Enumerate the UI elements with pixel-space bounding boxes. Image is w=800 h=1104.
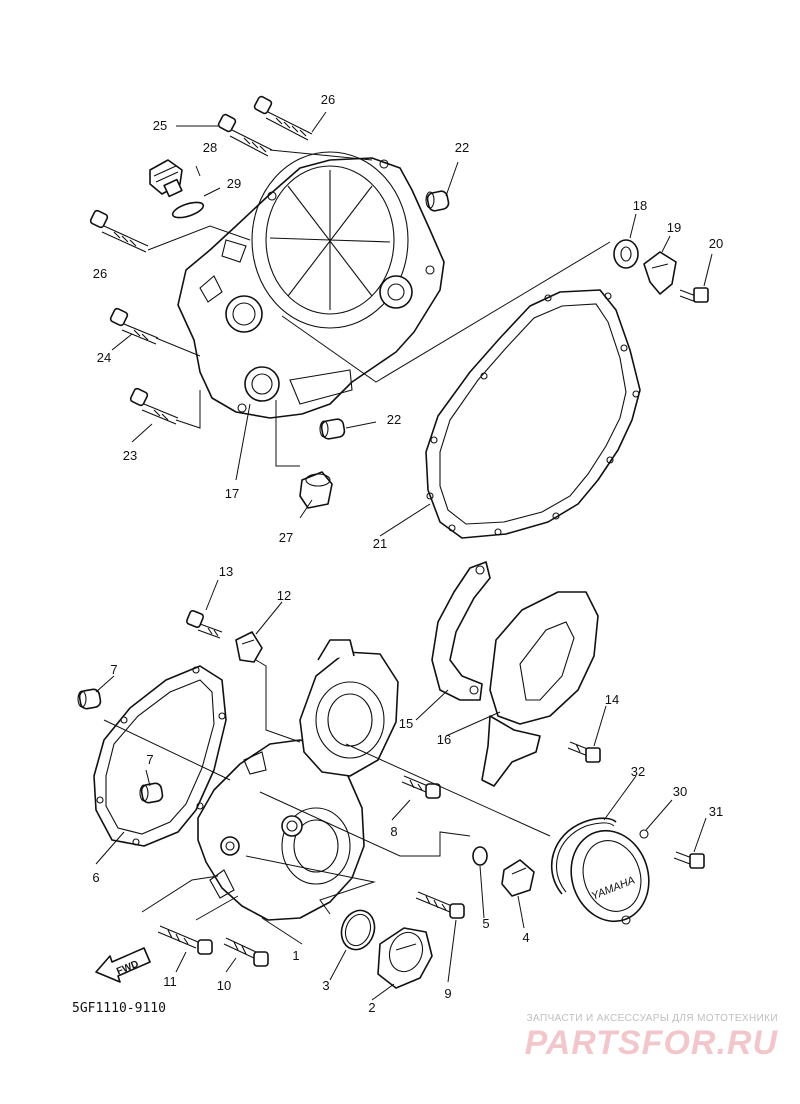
pump-housing (299, 639, 399, 777)
callout-32: 32 (631, 764, 645, 779)
callout-2: 2 (368, 1000, 375, 1015)
callouts: 26 25 28 29 22 26 18 19 20 24 23 22 17 2… (92, 92, 723, 1015)
dowel-pin-7-bottom (139, 782, 164, 804)
bolt-10 (223, 937, 269, 967)
bolt-31 (673, 851, 705, 869)
bolt-20 (679, 287, 709, 303)
lower-leader-lines (95, 579, 707, 1001)
bolt-14 (567, 741, 601, 763)
callout-29: 29 (227, 176, 241, 191)
callout-3: 3 (322, 978, 329, 993)
circlip-32 (550, 817, 617, 895)
callout-24: 24 (97, 350, 111, 365)
callout-14: 14 (605, 692, 619, 707)
o-ring-29 (171, 201, 205, 219)
callout-12: 12 (277, 588, 291, 603)
callout-28: 28 (203, 140, 217, 155)
callout-19: 19 (667, 220, 681, 235)
watermark-tagline: ЗАПЧАСТИ И АКСЕССУАРЫ ДЛЯ МОТОТЕХНИКИ (526, 1013, 778, 1024)
callout-7-top: 7 (110, 662, 117, 677)
callout-5: 5 (482, 916, 489, 931)
clamp-19 (643, 251, 677, 295)
oil-seal-18 (613, 239, 639, 269)
callout-18: 18 (633, 198, 647, 213)
emblem-cover-30: YAMAHA (570, 829, 650, 925)
callout-10: 10 (217, 978, 231, 993)
callout-17: 17 (225, 486, 239, 501)
callout-22-top: 22 (455, 140, 469, 155)
callout-30: 30 (673, 784, 687, 799)
callout-4: 4 (522, 930, 529, 945)
plug-2 (377, 927, 433, 989)
bolt-13 (185, 609, 223, 639)
callout-7-bottom: 7 (146, 752, 153, 767)
bolt-8 (401, 775, 441, 799)
plug-4 (501, 859, 535, 897)
callout-16: 16 (437, 732, 451, 747)
o-ring-5 (472, 846, 488, 866)
callout-11: 11 (163, 974, 177, 989)
bolt-26-left (89, 209, 149, 253)
watermark: ЗАПЧАСТИ И АКСЕССУАРЫ ДЛЯ МОТОТЕХНИКИ PA… (478, 1013, 778, 1062)
callout-1: 1 (292, 948, 299, 963)
bolt-25 (217, 113, 273, 157)
callout-22-bottom: 22 (387, 412, 401, 427)
callout-13: 13 (219, 564, 233, 579)
upper-leader-lines (111, 111, 713, 537)
callout-26-top: 26 (321, 92, 335, 107)
bracket-15 (431, 561, 491, 701)
bolt-11 (157, 925, 213, 955)
callout-15: 15 (399, 716, 413, 731)
callout-25: 25 (153, 118, 167, 133)
clip-12 (235, 631, 263, 663)
crankcase-cover-17 (177, 151, 445, 419)
callout-20: 20 (709, 236, 723, 251)
sprocket-cover-16 (481, 591, 599, 787)
bolt-9 (415, 891, 465, 919)
fwd-arrow-icon: FWD (95, 947, 151, 983)
watermark-brand: PARTSFOR.RU (524, 1024, 778, 1062)
bolt-23 (129, 387, 179, 425)
callout-27: 27 (279, 530, 293, 545)
gasket-21 (425, 289, 641, 539)
callout-9: 9 (444, 986, 451, 1001)
diagram-code: 5GF1110-9110 (72, 1001, 166, 1016)
dowel-pin-22-top (425, 190, 450, 212)
callout-31: 31 (709, 804, 723, 819)
dowel-pin-22-bottom (319, 418, 346, 440)
callout-8: 8 (390, 824, 397, 839)
callout-6: 6 (92, 870, 99, 885)
bolt-26-top (253, 95, 313, 141)
dowel-pin-7-top (77, 688, 102, 710)
gasket-6 (93, 665, 227, 847)
bushing-27 (299, 471, 333, 509)
o-ring-3 (340, 909, 376, 951)
bolt-24 (109, 307, 159, 345)
callout-23: 23 (123, 448, 137, 463)
callout-21: 21 (373, 536, 387, 551)
oil-filler-cap-28 (149, 159, 183, 198)
callout-26-left: 26 (93, 266, 107, 281)
generator-cover-1 (197, 739, 365, 921)
